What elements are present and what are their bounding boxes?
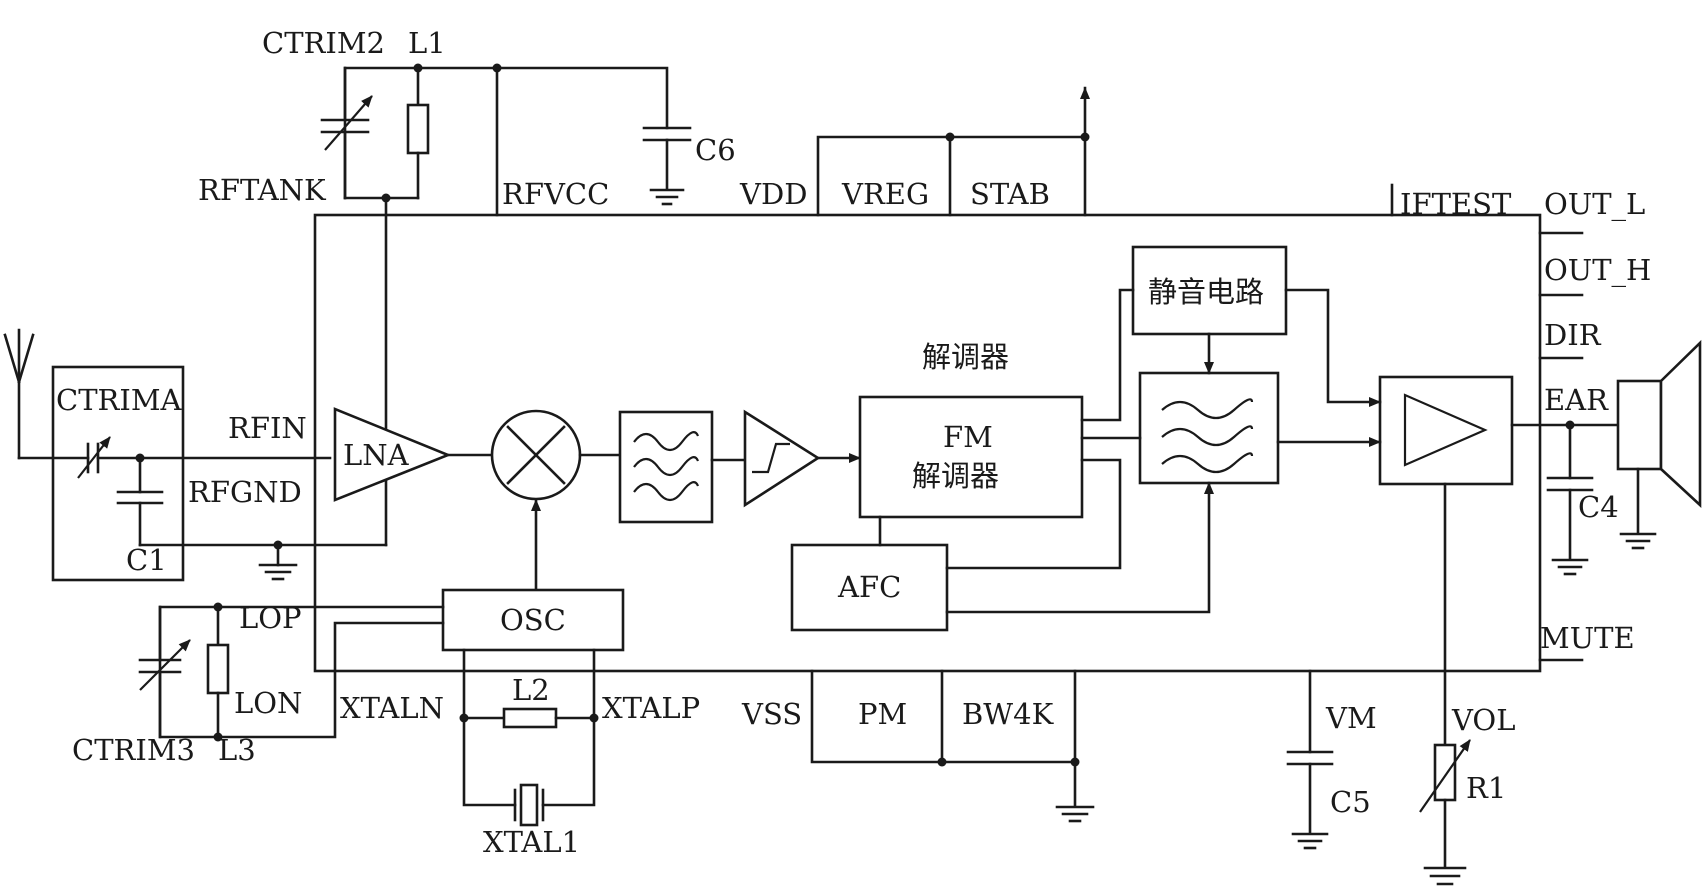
lna-amplifier [333,407,452,502]
label-bw4k: BW4K [962,697,1055,731]
fm-demodulator [858,395,1084,519]
label-mute-circuit: 静音电路 [1148,275,1264,309]
label-vm: VM [1325,701,1377,735]
osc-block [441,588,625,652]
label-osc: OSC [500,603,566,637]
if-filter [618,410,714,524]
label-vdd: VDD [739,177,807,211]
vreg-stab-block [816,86,1090,217]
label-ctrim2: CTRIM2 [262,26,385,60]
speaker-output [1546,339,1702,576]
label-lop: LOP [239,601,302,635]
label-lon: LON [234,686,302,720]
label-l1: L1 [408,26,446,60]
label-ear: EAR [1544,383,1609,417]
right-pins [1390,183,1584,662]
label-rfvcc: RFVCC [502,177,609,211]
label-lna: LNA [343,438,410,472]
ctrima-box [51,365,185,582]
label-xtaln: XTALN [340,691,444,725]
label-c4: C4 [1578,490,1619,524]
antenna-input [3,328,388,581]
label-ctrima: CTRIMA [56,383,183,417]
label-l2: L2 [512,673,550,707]
label-l3: L3 [218,733,256,767]
vm-c5 [1286,669,1334,850]
label-r1: R1 [1466,771,1506,805]
label-dir: DIR [1544,318,1602,352]
label-fm-demodulator: 解调器 [912,459,999,493]
label-fm: FM [943,420,993,454]
label-c5: C5 [1330,785,1371,819]
label-out-l: OUT_L [1544,187,1645,222]
crystal-circuit [459,648,599,827]
label-vreg: VREG [841,177,929,211]
label-demodulator-title: 解调器 [922,340,1009,374]
label-xtalp: XTALP [602,691,700,725]
internal-wiring [878,288,1622,747]
label-stab: STAB [970,177,1050,211]
label-out-h: OUT_H [1544,253,1651,288]
label-xtal1: XTAL1 [483,825,580,859]
pm-bw4k-block [810,669,1095,823]
label-rfgnd: RFGND [188,475,302,509]
vol-r1 [1419,739,1471,886]
limiter-amplifier [743,409,821,508]
label-c1: C1 [126,543,167,577]
label-vol: VOL [1451,703,1515,737]
tank-circuit-ctrim2-l1 [320,63,692,442]
output-amplifier [1378,375,1514,486]
tank-circuit-ctrim3-l3 [138,602,445,742]
afc-block [790,543,949,632]
label-rftank: RFTANK [198,173,327,207]
label-afc: AFC [837,570,901,604]
chip-outline [313,213,1542,673]
mixer [490,409,582,501]
label-mute: MUTE [1540,621,1635,655]
label-ctrim3: CTRIM3 [72,733,195,767]
label-vss: VSS [741,697,802,731]
label-iftest: IFTEST [1400,187,1512,221]
label-c6: C6 [695,133,736,167]
audio-filter [1138,371,1280,485]
label-rfin: RFIN [228,411,307,445]
label-pm: PM [858,697,907,731]
